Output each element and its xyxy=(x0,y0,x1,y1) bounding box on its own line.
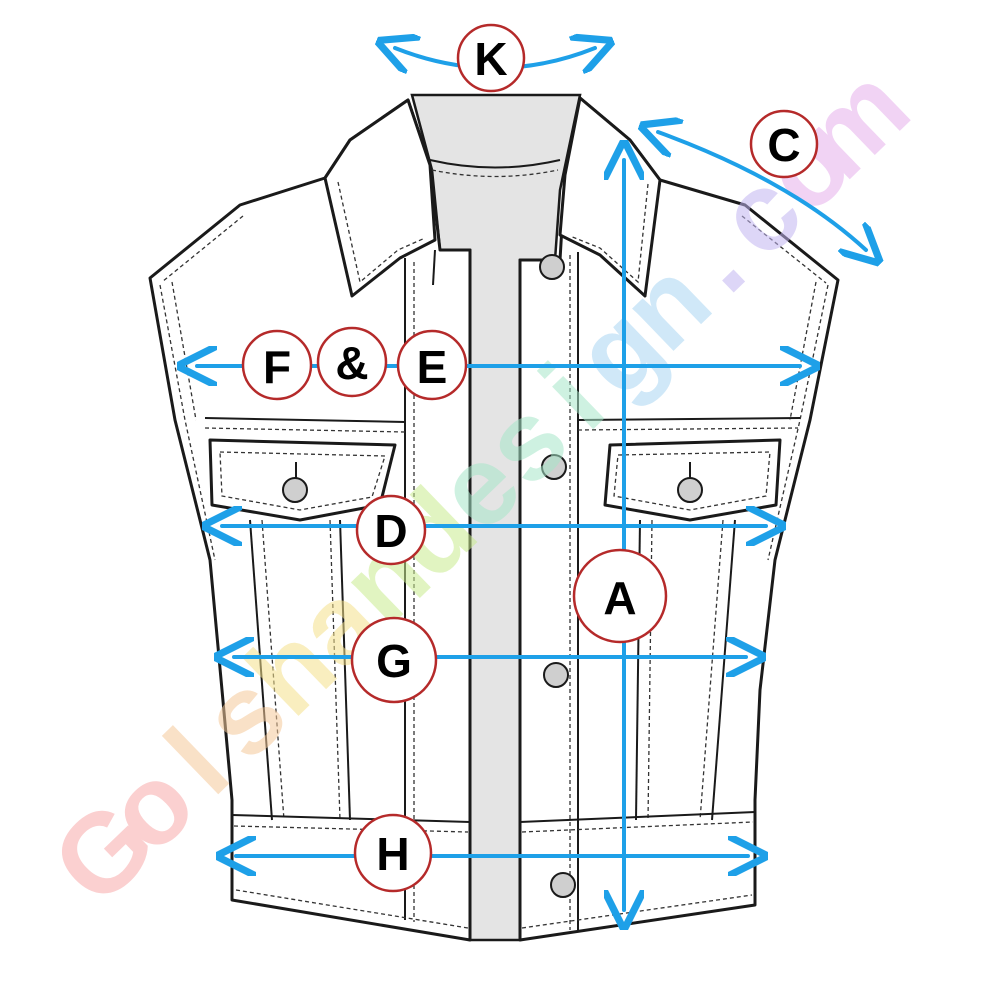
front-button-1 xyxy=(539,254,565,280)
right-pocket-button xyxy=(677,477,703,503)
label-f: F xyxy=(263,341,291,393)
label-amp: & xyxy=(335,337,368,389)
label-amp-badge: & xyxy=(316,326,388,398)
label-e-badge: E xyxy=(396,329,468,401)
front-button-3 xyxy=(543,662,569,688)
left-shoulder-seam xyxy=(149,204,241,279)
front-button-2 xyxy=(541,454,567,480)
front-button-4 xyxy=(550,872,576,898)
label-g: G xyxy=(376,635,412,687)
left-yoke-seam xyxy=(204,417,406,423)
measure-line-c xyxy=(658,132,866,250)
left-waistband-top xyxy=(231,814,471,823)
label-a: A xyxy=(603,572,636,624)
left-buttonhole xyxy=(432,249,436,286)
label-h-badge: H xyxy=(353,813,433,893)
label-c-badge: C xyxy=(749,109,819,179)
label-e: E xyxy=(417,341,448,393)
label-h: H xyxy=(376,828,409,880)
left-yoke-stitch xyxy=(204,427,406,433)
label-g-badge: G xyxy=(350,616,438,704)
label-a-badge: A xyxy=(572,548,668,644)
label-badges: K C F & E D A G xyxy=(241,23,819,893)
left-pocket-flap-stitch xyxy=(219,451,386,511)
label-d: D xyxy=(374,505,407,557)
hem-stitch-right xyxy=(521,894,753,929)
label-k-badge: K xyxy=(456,23,526,93)
neck-band-stitch xyxy=(431,169,559,178)
label-c: C xyxy=(767,119,800,171)
label-f-badge: F xyxy=(241,329,313,401)
collar-left-stitch xyxy=(337,181,426,284)
label-k: K xyxy=(474,33,507,85)
left-shoulder-stitch xyxy=(161,215,244,283)
neck-band xyxy=(429,159,561,169)
label-d-badge: D xyxy=(355,494,427,566)
left-pocket-button xyxy=(282,477,308,503)
measurement-lines xyxy=(197,48,866,910)
